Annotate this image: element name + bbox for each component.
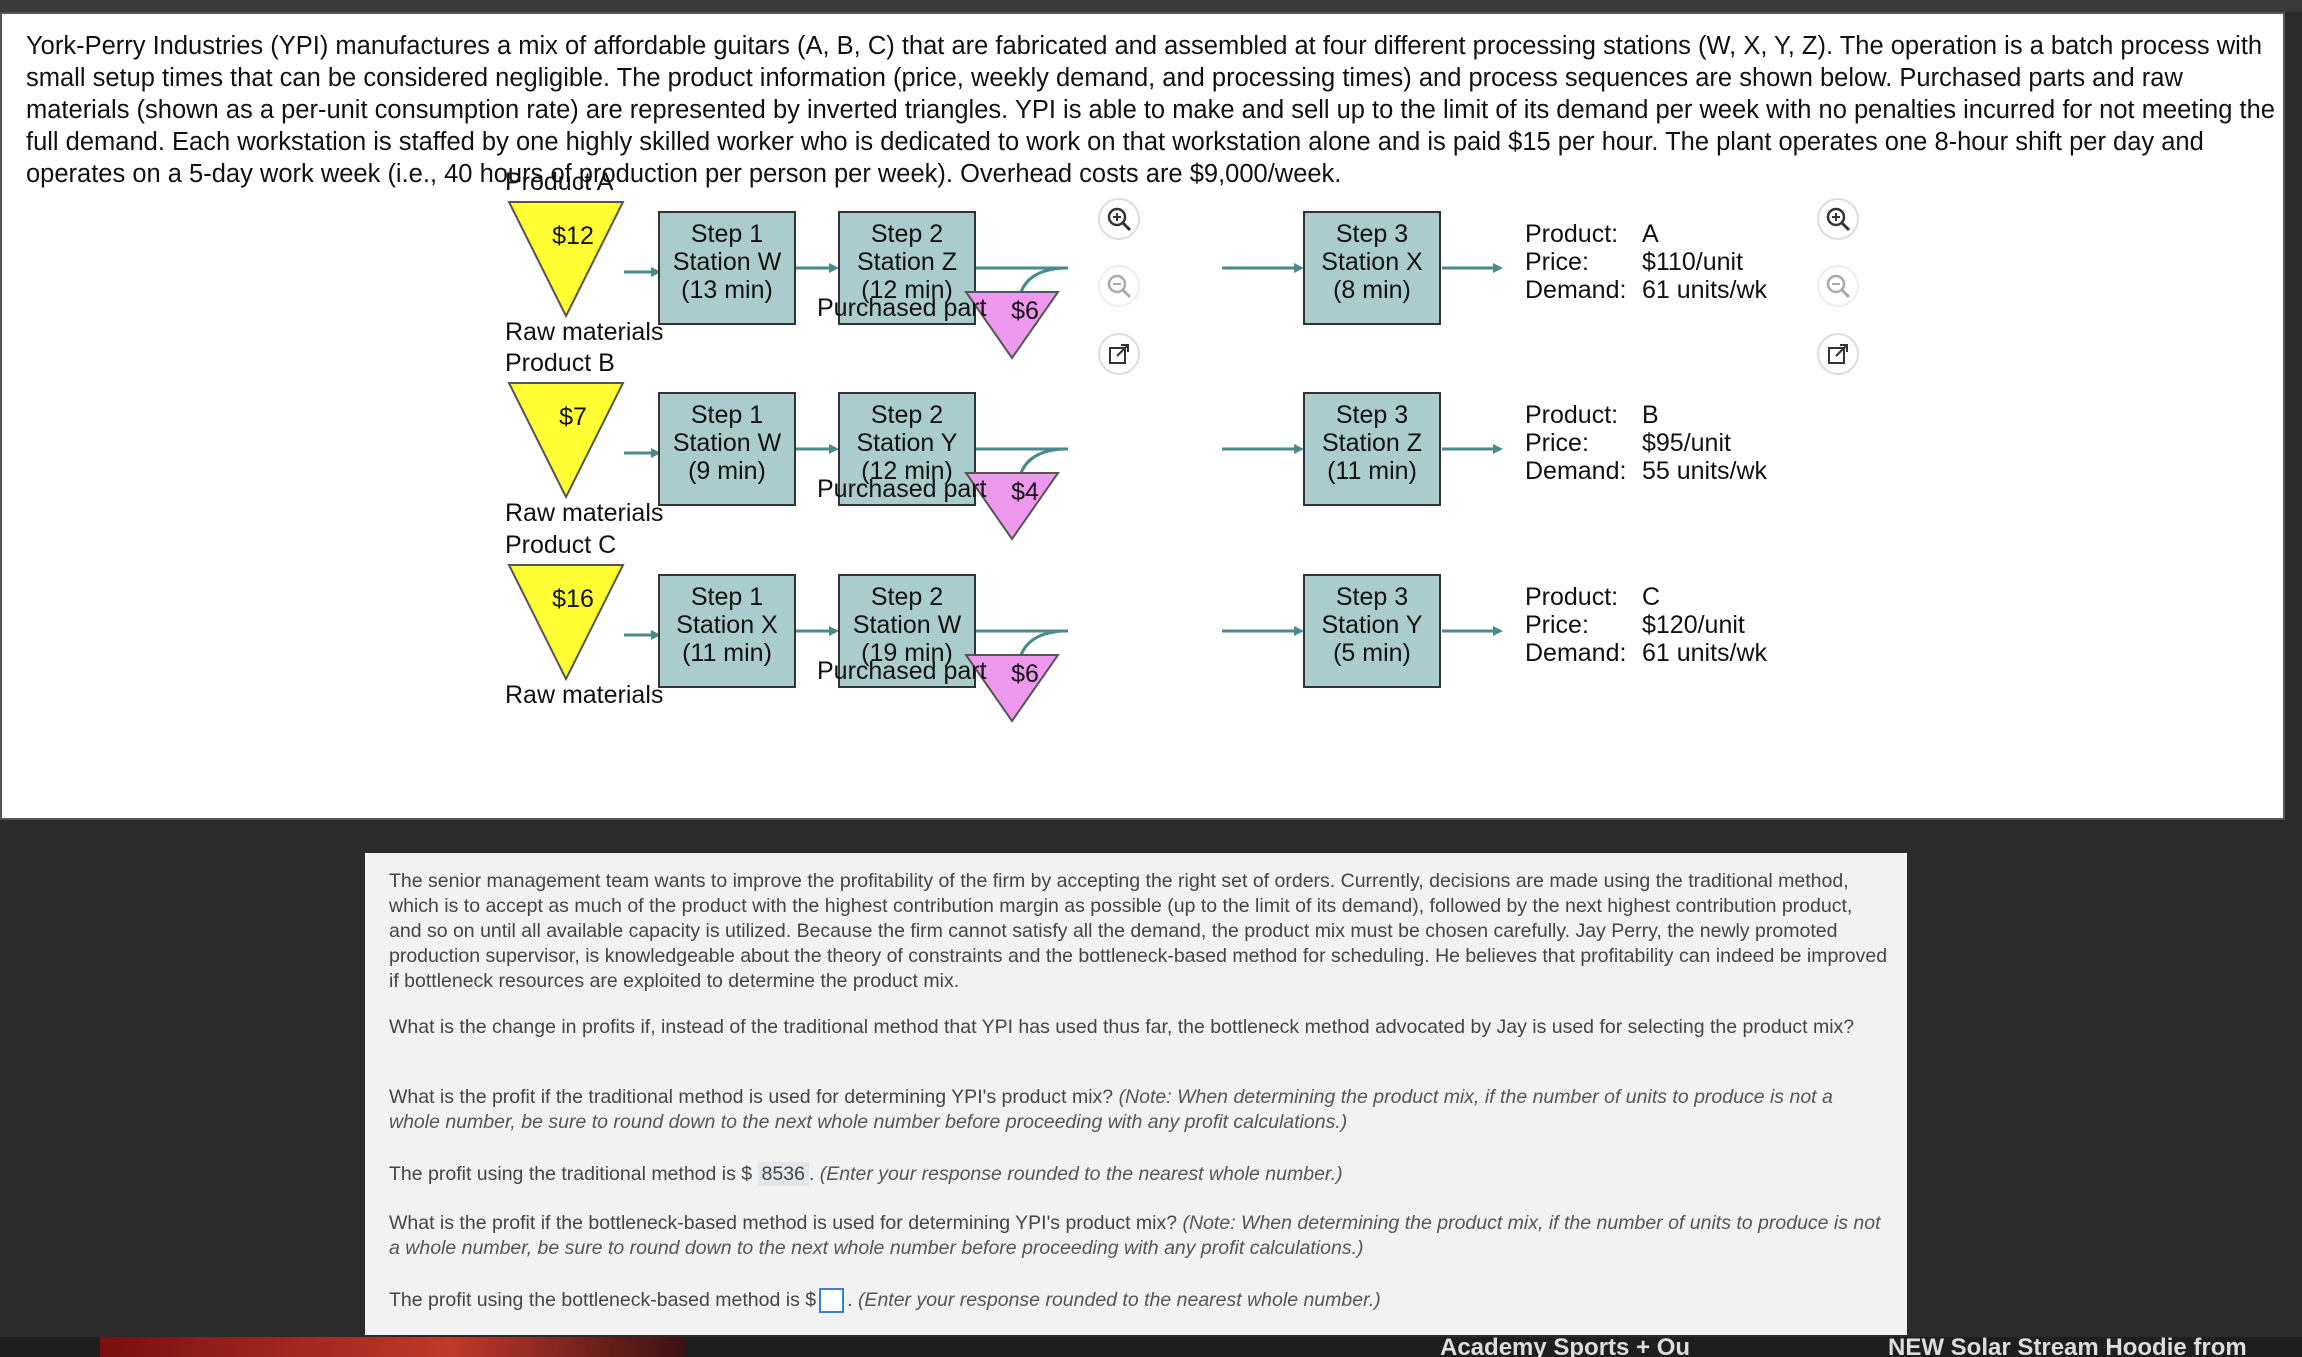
problem-panel: York-Perry Industries (YPI) manufactures… (0, 12, 2285, 820)
raw-material-triangle (509, 565, 623, 679)
price-value: $95/unit (1642, 429, 1731, 457)
step-label: Step 3 (1336, 401, 1408, 429)
step-label: Step 1 (691, 401, 763, 429)
product-header-b: Product B (505, 349, 615, 377)
zoom-out-button-1[interactable] (1098, 265, 1140, 307)
price-label: Price: (1525, 429, 1589, 457)
answer-bottleneck-line: The profit using the bottleneck-based me… (389, 1288, 1889, 1313)
product-info-label: Product: (1525, 401, 1618, 429)
answer-bottleneck-prefix: The profit using the bottleneck-based me… (389, 1289, 816, 1311)
purchased-part-label: Purchased part (817, 657, 987, 685)
product-info-value: C (1642, 583, 1660, 611)
step-label: Step 2 (871, 583, 943, 611)
station-label: Station Y (1321, 611, 1422, 639)
zoom-in-button-2[interactable] (1817, 198, 1859, 240)
raw-material-cost: $16 (552, 585, 594, 613)
zoom-out-icon (1823, 271, 1853, 301)
scenario-paragraph: The senior management team wants to impr… (389, 869, 1889, 994)
raw-material-triangle (509, 383, 623, 497)
answer-bottleneck-input[interactable] (819, 1288, 844, 1313)
question-change-in-profits: What is the change in profits if, instea… (389, 1015, 1889, 1040)
processing-time: (5 min) (1333, 639, 1411, 667)
processing-time: (11 min) (1327, 457, 1417, 485)
purchased-part-cost: $4 (1011, 478, 1039, 506)
product-header-c: Product C (505, 531, 616, 559)
zoom-in-button-1[interactable] (1098, 198, 1140, 240)
station-label: Station X (676, 611, 778, 639)
raw-material-cost: $12 (552, 222, 594, 250)
answer-traditional-prefix: The profit using the traditional method … (389, 1163, 752, 1185)
zoom-out-button-2[interactable] (1817, 265, 1859, 307)
raw-material-cost: $7 (559, 403, 587, 431)
station-label: Station Z (857, 248, 957, 276)
zoom-in-icon (1823, 204, 1853, 234)
station-label: Station X (1321, 248, 1423, 276)
external-link-icon (1104, 339, 1134, 369)
question-bottleneck-text: What is the profit if the bottleneck-bas… (389, 1212, 1177, 1234)
station-label: Station W (853, 611, 962, 639)
raw-materials-label: Raw materials (505, 681, 663, 709)
demand-value: 61 units/wk (1642, 639, 1768, 667)
purchased-part-label: Purchased part (817, 294, 987, 322)
raw-material-triangle (509, 202, 623, 316)
product-info-label: Product: (1525, 220, 1618, 248)
station-label: Station W (673, 248, 782, 276)
taskbar-thumbnail (100, 1337, 685, 1357)
open-external-button-1[interactable] (1098, 333, 1140, 375)
raw-materials-label: Raw materials (505, 318, 663, 346)
raw-materials-label: Raw materials (505, 499, 663, 527)
browser-tab-academy[interactable]: Academy Sports + Ou (1440, 1334, 1690, 1357)
open-external-button-2[interactable] (1817, 333, 1859, 375)
price-label: Price: (1525, 248, 1589, 276)
external-link-icon (1823, 339, 1853, 369)
step-label: Step 3 (1336, 583, 1408, 611)
station-label: Station W (673, 429, 782, 457)
top-window-bar (0, 0, 2302, 12)
question-traditional-text: What is the profit if the traditional me… (389, 1086, 1113, 1108)
step-label: Step 3 (1336, 220, 1408, 248)
station-label: Station Y (856, 429, 957, 457)
zoom-out-icon (1104, 271, 1134, 301)
question-panel: The senior management team wants to impr… (365, 853, 1907, 1335)
step-label: Step 2 (871, 220, 943, 248)
step-label: Step 1 (691, 583, 763, 611)
processing-time: (11 min) (682, 639, 772, 667)
answer-traditional-line: The profit using the traditional method … (389, 1162, 1889, 1187)
product-info-value: B (1642, 401, 1659, 429)
question-bottleneck-profit: What is the profit if the bottleneck-bas… (389, 1211, 1889, 1261)
answer-traditional-input[interactable]: 8536 (758, 1162, 809, 1186)
demand-label: Demand: (1525, 457, 1626, 485)
answer-traditional-hint: (Enter your response rounded to the near… (820, 1163, 1343, 1185)
demand-label: Demand: (1525, 276, 1626, 304)
product-header-a: Product A (505, 168, 614, 196)
price-value: $110/unit (1642, 248, 1743, 276)
step-label: Step 1 (691, 220, 763, 248)
purchased-part-cost: $6 (1011, 660, 1039, 688)
purchased-part-cost: $6 (1011, 297, 1039, 325)
processing-time: (9 min) (688, 457, 766, 485)
product-info-label: Product: (1525, 583, 1618, 611)
station-label: Station Z (1322, 429, 1422, 457)
answer-bottleneck-hint: (Enter your response rounded to the near… (858, 1289, 1381, 1311)
demand-value: 55 units/wk (1642, 457, 1768, 485)
demand-label: Demand: (1525, 639, 1626, 667)
question-traditional-profit: What is the profit if the traditional me… (389, 1085, 1889, 1135)
browser-tab-hoodie[interactable]: NEW Solar Stream Hoodie from (1888, 1334, 2247, 1357)
product-info-value: A (1642, 220, 1659, 248)
purchased-part-label: Purchased part (817, 475, 987, 503)
price-value: $120/unit (1642, 611, 1745, 639)
processing-time: (8 min) (1333, 276, 1411, 304)
zoom-in-icon (1104, 204, 1134, 234)
demand-value: 61 units/wk (1642, 276, 1768, 304)
processing-time: (13 min) (681, 276, 773, 304)
price-label: Price: (1525, 611, 1589, 639)
step-label: Step 2 (871, 401, 943, 429)
